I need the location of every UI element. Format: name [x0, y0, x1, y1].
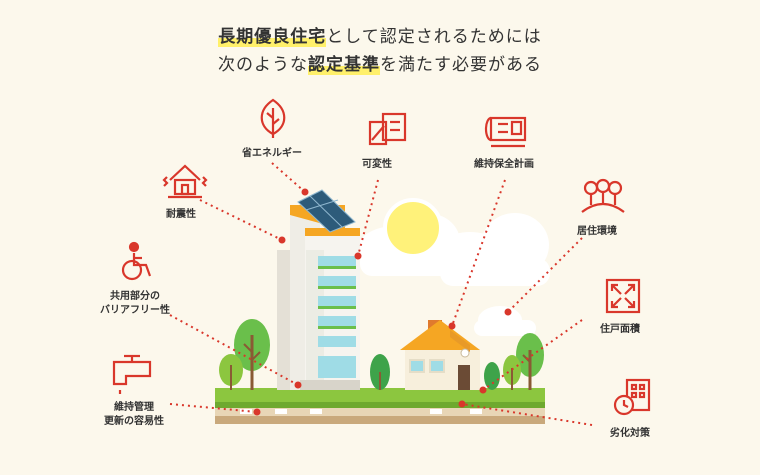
headline-line-1: 長期優良住宅として認定されるためには — [0, 22, 760, 47]
tree-left-small — [219, 354, 243, 390]
headline-text-2a: 次のような — [218, 55, 308, 75]
expand-arrows-icon — [605, 278, 641, 314]
label-maintenance-plan: 維持保全計画 — [474, 159, 534, 170]
ground — [215, 388, 545, 424]
label-energy: 省エネルギー — [242, 148, 302, 159]
label-living-environment: 居住環境 — [577, 226, 617, 237]
label-seismic: 耐震性 — [166, 209, 196, 220]
plan-document-icon — [484, 116, 527, 148]
tree-right — [516, 333, 544, 390]
headline-highlight-1: 長期優良住宅 — [218, 27, 327, 47]
label-barrier-free-line-2: バリアフリー性 — [100, 305, 170, 316]
cloud-right — [432, 213, 550, 286]
label-ease-of-maintenance-line-1: 維持管理 — [114, 402, 154, 413]
label-barrier-free: 共用部分の バリアフリー性 — [95, 290, 175, 318]
bush-left — [370, 354, 390, 390]
sun — [383, 198, 443, 258]
wheelchair-icon — [121, 241, 152, 281]
building-clock-icon — [613, 378, 651, 416]
headline-text-2b: を満たす必要がある — [380, 55, 542, 75]
headline-line-2: 次のような認定基準を満たす必要がある — [0, 50, 760, 75]
label-deterioration: 劣化対策 — [610, 428, 650, 439]
label-ease-of-maintenance-line-2: 更新の容易性 — [104, 416, 164, 427]
leaf-icon — [260, 98, 286, 138]
blueprint-icon — [368, 112, 407, 146]
tree-right-small — [503, 355, 521, 390]
label-ease-of-maintenance: 維持管理 更新の容易性 — [94, 401, 174, 429]
label-barrier-free-line-1: 共用部分の — [110, 291, 160, 302]
leader-lines — [169, 162, 593, 426]
trees-icon — [581, 178, 625, 213]
tree-left — [234, 319, 270, 390]
leader-dots — [253, 188, 512, 416]
solar-panel — [297, 189, 356, 233]
headline-highlight-2: 認定基準 — [308, 55, 380, 75]
bush-house — [484, 362, 500, 390]
house — [400, 320, 480, 390]
label-floor-area: 住戸面積 — [600, 324, 640, 335]
apartment-building — [277, 189, 360, 390]
house-quake-icon — [162, 164, 208, 199]
headline-text-1: として認定されるためには — [326, 27, 542, 47]
label-variability: 可変性 — [362, 159, 392, 170]
faucet-icon — [112, 354, 152, 394]
